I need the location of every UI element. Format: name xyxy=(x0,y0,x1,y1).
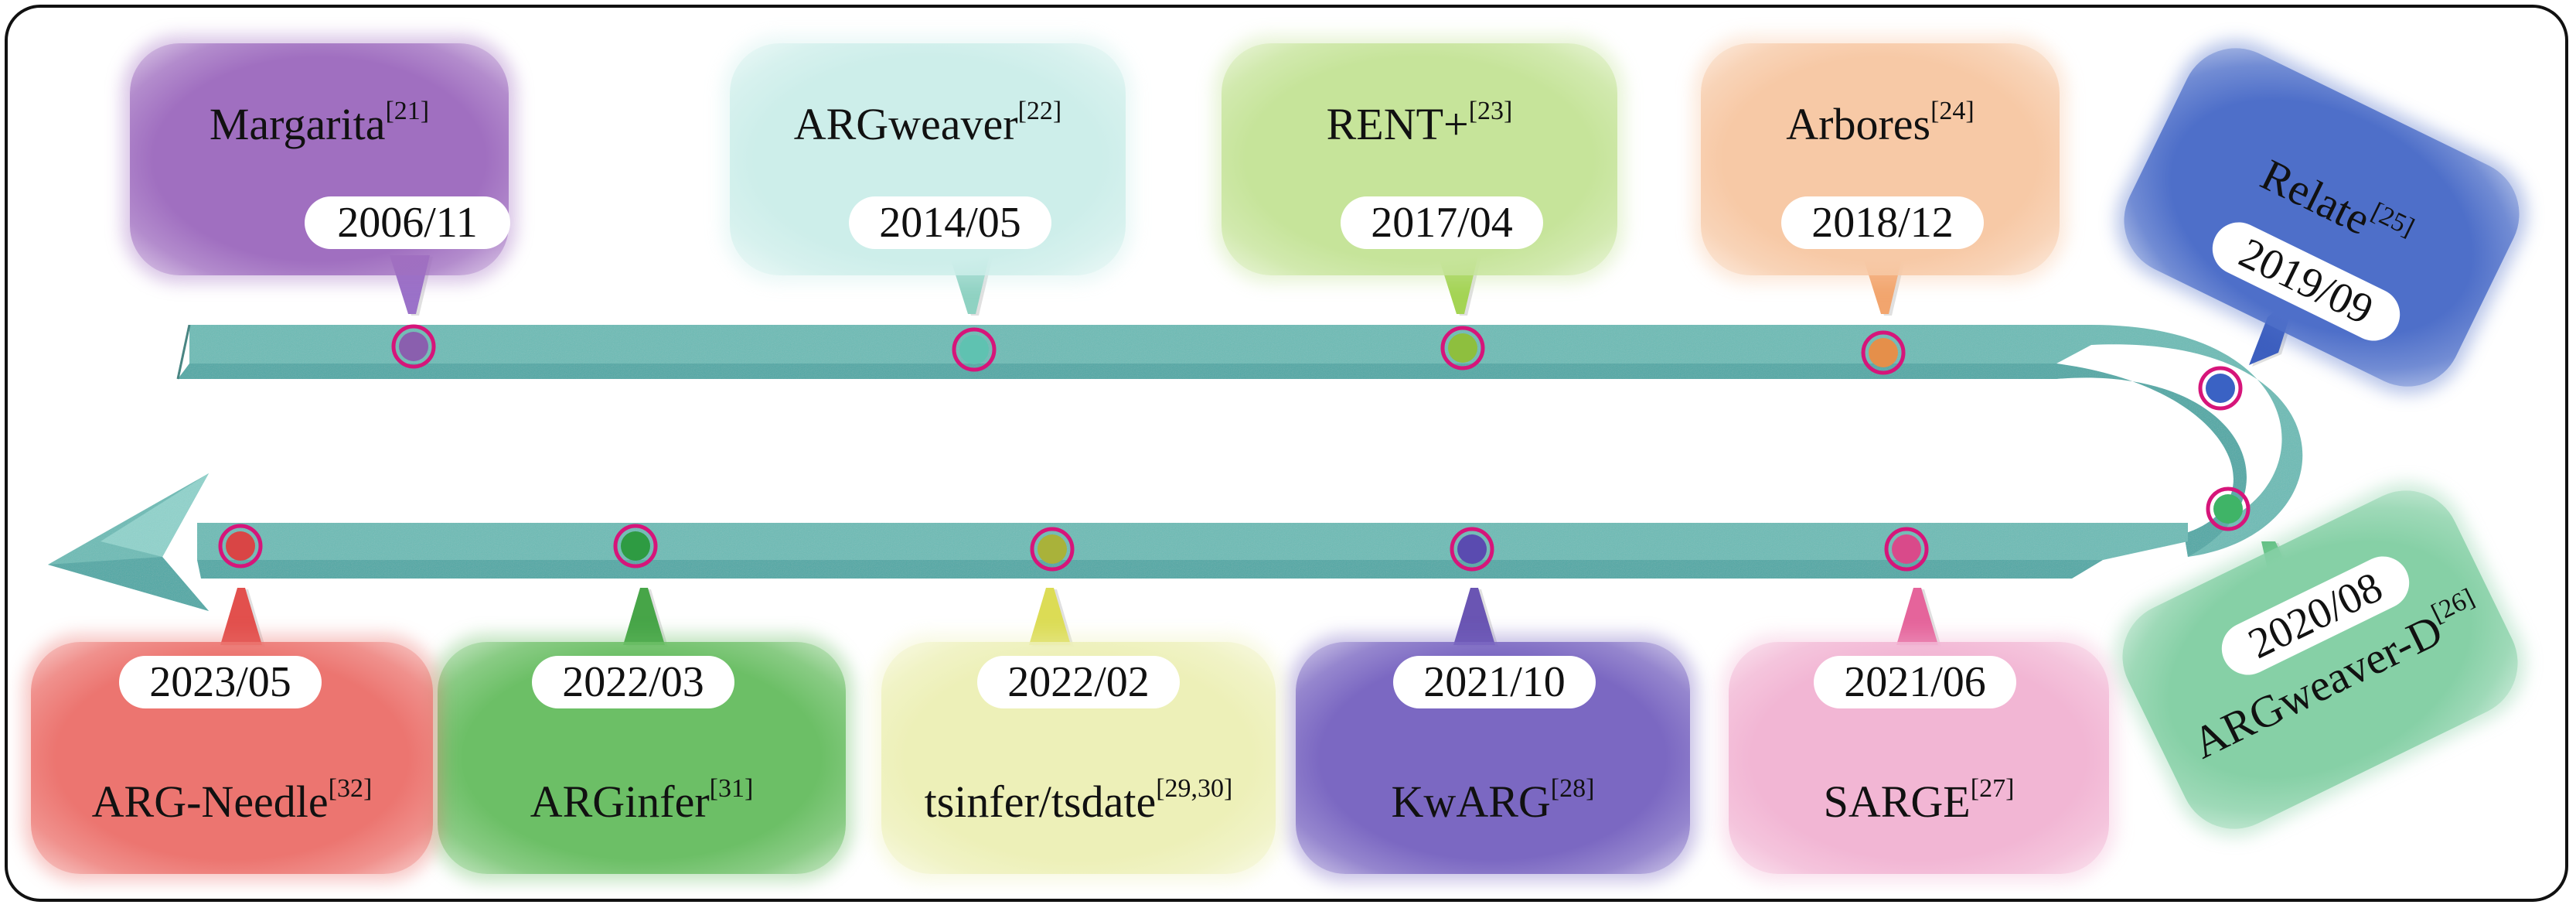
method-reference: [21] xyxy=(385,97,430,125)
marker-dot-6 xyxy=(2213,494,2243,524)
event-date-7: 2021/06 xyxy=(1814,656,2016,708)
method-name: KwARG[28] xyxy=(1391,776,1595,827)
event-date-8: 2021/10 xyxy=(1393,656,1596,708)
method-label: SARGE xyxy=(1823,777,1971,827)
marker-dot-8 xyxy=(1457,534,1487,564)
event-date-9: 2022/02 xyxy=(977,656,1180,708)
marker-ring-7 xyxy=(1884,527,1929,572)
method-name: ARGweaver[22] xyxy=(793,98,1062,149)
method-reference: [22] xyxy=(1017,97,1062,125)
event-pin-10 xyxy=(623,588,665,645)
method-label: ARGinfer xyxy=(530,777,710,827)
track-upper-end xyxy=(176,324,191,380)
event-date-10: 2022/03 xyxy=(532,656,734,708)
marker-ring-8 xyxy=(1450,527,1494,572)
track-lower-top xyxy=(197,523,2188,560)
method-reference: [24] xyxy=(1930,97,1975,125)
marker-dot-10 xyxy=(621,531,650,561)
method-label: Margarita xyxy=(209,99,386,149)
method-label: Arbores xyxy=(1786,99,1931,149)
marker-dot-3 xyxy=(1448,333,1477,363)
method-label: Relate xyxy=(2253,148,2379,245)
event-pin-9 xyxy=(1029,588,1071,645)
marker-dot-1 xyxy=(399,332,428,361)
marker-ring-5 xyxy=(2198,366,2243,411)
event-date-11: 2023/05 xyxy=(119,656,322,708)
marker-dot-5 xyxy=(2206,374,2235,403)
marker-dot-2 xyxy=(959,335,989,364)
marker-ring-4 xyxy=(1861,330,1906,375)
method-label: KwARG xyxy=(1391,777,1551,827)
method-name: SARGE[27] xyxy=(1823,776,2015,827)
track-upper-face xyxy=(178,364,2056,379)
method-reference: [31] xyxy=(709,774,754,803)
marker-ring-3 xyxy=(1440,326,1485,370)
method-name: tsinfer/tsdate[29,30] xyxy=(924,776,1233,827)
marker-ring-2 xyxy=(952,327,997,372)
event-date-2: 2014/05 xyxy=(849,196,1051,249)
method-name: Arbores[24] xyxy=(1786,98,1975,149)
event-card-10: ARGinfer[31] xyxy=(438,642,846,874)
method-label: RENT+ xyxy=(1326,99,1469,149)
event-pin-8 xyxy=(1453,588,1495,645)
event-card-11: ARG-Needle[32] xyxy=(31,642,433,874)
marker-dot-7 xyxy=(1892,534,1921,564)
method-name: Margarita[21] xyxy=(209,98,429,149)
marker-dot-9 xyxy=(1038,534,1067,564)
marker-dot-4 xyxy=(1869,338,1898,367)
marker-ring-6 xyxy=(2206,486,2251,531)
method-name: RENT+[23] xyxy=(1326,98,1513,149)
method-reference: [32] xyxy=(328,774,373,803)
method-reference: [23] xyxy=(1468,97,1513,125)
track-lower-face xyxy=(197,560,2103,579)
track-curve-inner xyxy=(2056,364,2247,557)
method-reference: [27] xyxy=(1970,774,2015,803)
marker-ring-10 xyxy=(613,524,658,568)
marker-ring-11 xyxy=(218,524,263,568)
method-reference: [29,30] xyxy=(1156,774,1233,803)
event-pin-7 xyxy=(1896,588,1938,645)
event-date-3: 2017/04 xyxy=(1341,196,1543,249)
track-arrowhead-highlight xyxy=(101,473,209,557)
track-curve xyxy=(2091,325,2303,557)
marker-dot-11 xyxy=(226,531,255,561)
event-date-1: 2006/11 xyxy=(305,196,510,249)
method-label: ARG-Needle xyxy=(91,777,329,827)
method-label: tsinfer/tsdate xyxy=(924,777,1157,827)
method-name: ARGinfer[31] xyxy=(530,776,754,827)
event-date-4: 2018/12 xyxy=(1781,196,1984,249)
method-reference: [28] xyxy=(1550,774,1595,803)
marker-ring-1 xyxy=(391,324,436,369)
track-arrowhead-shadow xyxy=(48,557,209,611)
track-upper-top xyxy=(189,325,2091,364)
event-pin-11 xyxy=(220,588,262,645)
method-name: ARG-Needle[32] xyxy=(91,776,373,827)
method-label: ARGweaver xyxy=(793,99,1018,149)
marker-ring-9 xyxy=(1030,527,1075,572)
